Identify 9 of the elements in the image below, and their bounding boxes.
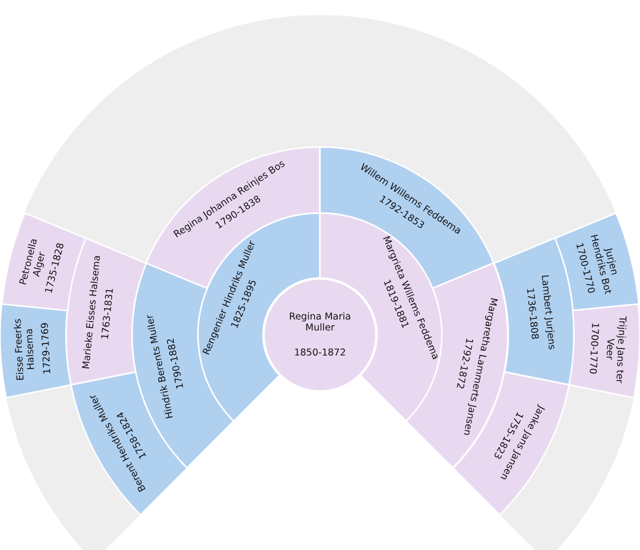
person-name: Trijnje Jans ter Veer — [602, 315, 628, 384]
person-name: Lambert Jurjens — [538, 274, 558, 350]
person-name: Regina Maria Muller — [288, 312, 352, 334]
life-dates: 1700-1770 — [586, 322, 600, 375]
life-dates: 1850-1872 — [294, 348, 346, 358]
life-dates: 1763-1831 — [100, 288, 116, 340]
life-dates: 1736-1808 — [524, 288, 540, 340]
person-name: Eisse Freerks Halsema — [12, 318, 38, 383]
life-dates: 1729-1769 — [40, 322, 54, 375]
